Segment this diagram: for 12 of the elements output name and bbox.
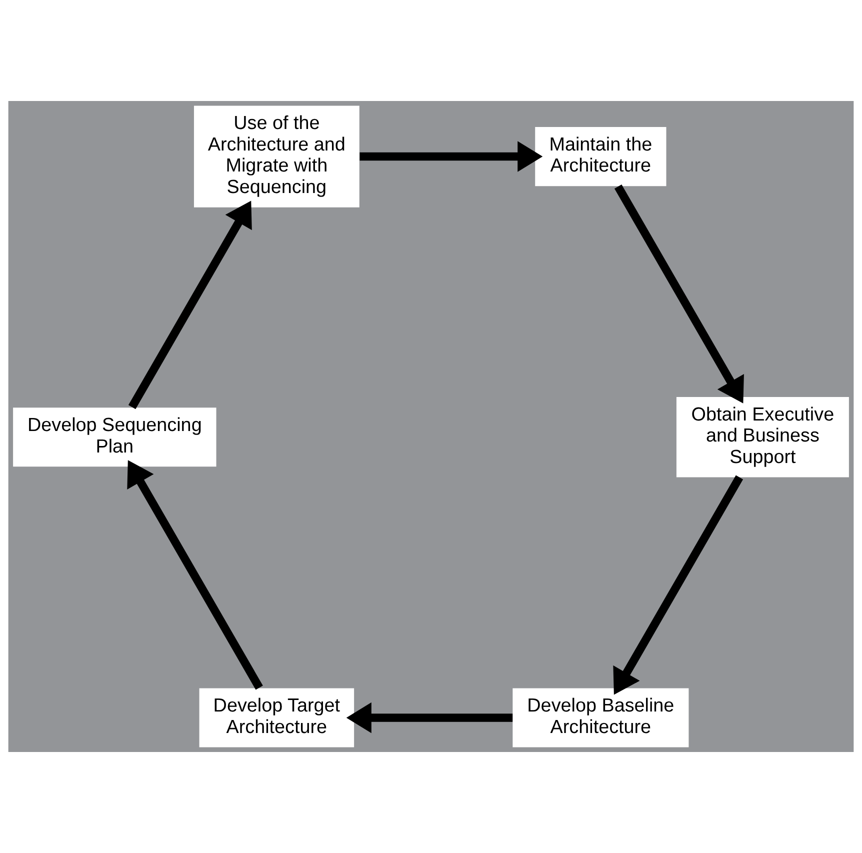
arrow xyxy=(360,141,543,172)
node-box: Maintain the Architecture xyxy=(535,127,666,186)
arrow xyxy=(128,200,252,410)
node-box: Obtain Executive and Business Support xyxy=(676,396,849,478)
node-box: Develop Target Architecture xyxy=(199,688,354,748)
node-box: Use of the Architecture and Migrate with Sequencing xyxy=(194,106,360,208)
node-box: Develop Baseline Architecture xyxy=(512,688,689,748)
node-box: Develop Sequencing Plan xyxy=(13,408,216,467)
arrow xyxy=(127,460,263,690)
arrow xyxy=(613,475,744,695)
arrow xyxy=(614,184,744,404)
arrow xyxy=(346,702,513,734)
